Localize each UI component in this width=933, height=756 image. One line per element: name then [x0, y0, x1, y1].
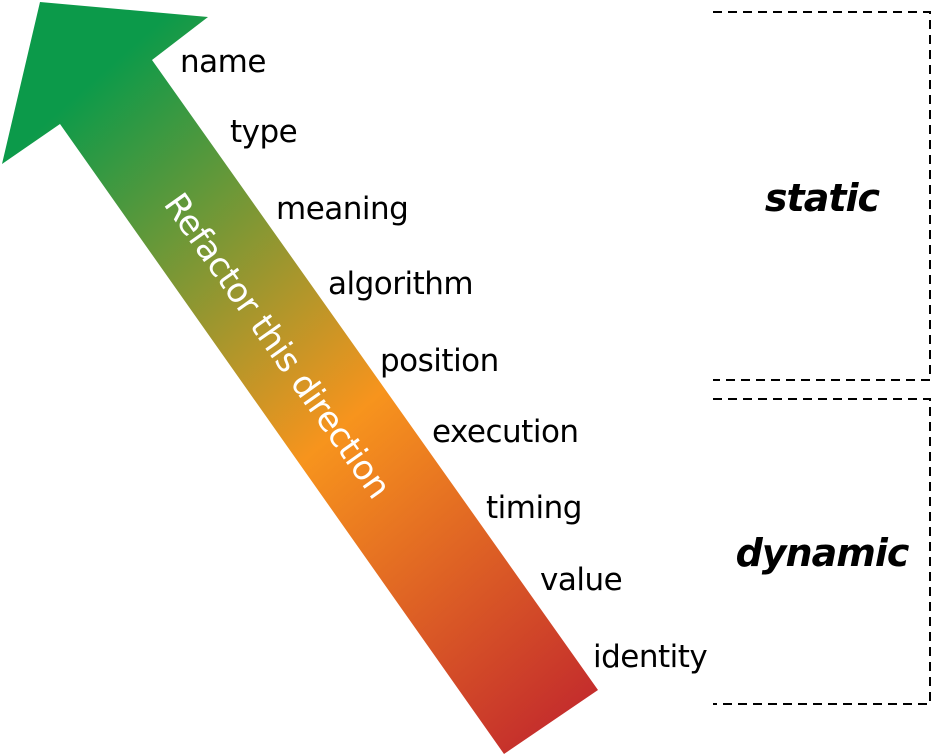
term-position: position — [380, 343, 499, 379]
dynamic-bracket — [713, 398, 931, 705]
term-value: value — [540, 562, 622, 598]
term-type: type — [230, 114, 297, 150]
term-execution: execution — [432, 414, 579, 450]
term-timing: timing — [486, 490, 582, 526]
arrow-label: Refactor this direction — [156, 186, 399, 506]
term-algorithm: algorithm — [328, 266, 473, 302]
term-name: name — [180, 44, 266, 80]
term-meaning: meaning — [276, 191, 408, 227]
static-label: static — [765, 176, 881, 220]
dynamic-label: dynamic — [736, 531, 910, 575]
term-identity: identity — [593, 639, 707, 675]
refactor-arrow-shape — [2, 2, 598, 754]
static-bracket — [713, 11, 931, 381]
